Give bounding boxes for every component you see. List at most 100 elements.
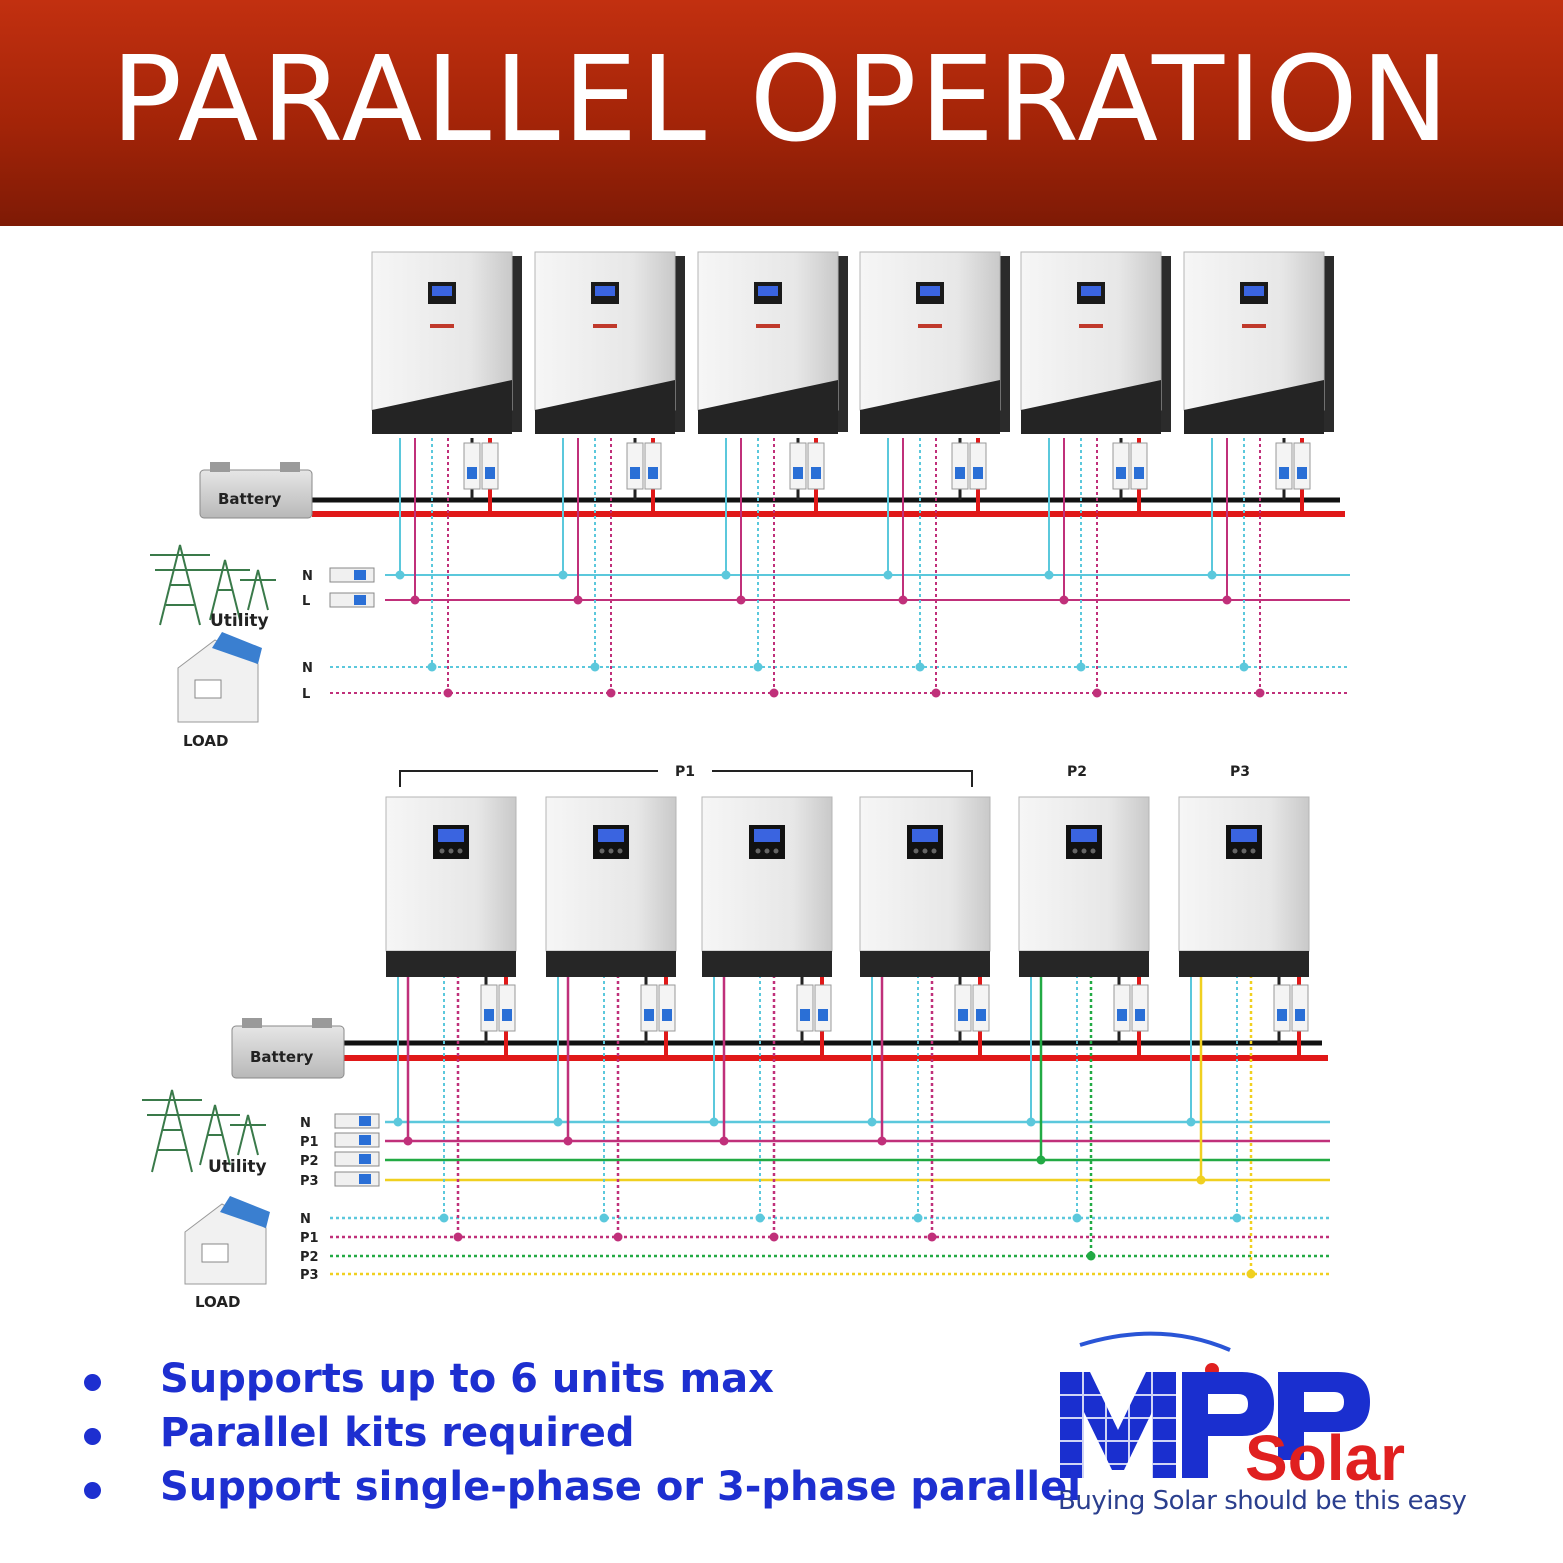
lcd-screen xyxy=(595,286,615,296)
switch-toggle xyxy=(359,1154,371,1164)
breaker-pole xyxy=(807,442,825,490)
breaker-pole xyxy=(498,984,516,1032)
lcd-screen xyxy=(758,286,778,296)
junction-dot xyxy=(1222,595,1232,605)
breaker-pole xyxy=(1275,442,1293,490)
inverter-body xyxy=(1018,796,1150,952)
junction-dot xyxy=(1239,662,1249,672)
breaker-pole xyxy=(1273,984,1291,1032)
feature-text: Support single-phase or 3-phase parallel xyxy=(160,1464,1081,1510)
inverter-body xyxy=(859,796,991,952)
junction-dot xyxy=(1044,570,1054,580)
junction-dot xyxy=(709,1117,719,1127)
inverter-base xyxy=(535,380,675,434)
breaker-pole xyxy=(626,442,644,490)
load-label: LOAD xyxy=(183,732,228,750)
inverter-body xyxy=(371,251,513,411)
feature-text: Supports up to 6 units max xyxy=(160,1356,774,1402)
switch-toggle xyxy=(359,1116,371,1126)
inverter-side-panel xyxy=(512,256,522,432)
battery-icon: Battery xyxy=(199,462,313,519)
breaker-switch xyxy=(1117,1009,1127,1021)
list-item: Parallel kits required xyxy=(80,1406,1060,1460)
junction-dot xyxy=(393,1117,403,1127)
ac-switch-icon xyxy=(334,1151,380,1167)
ac-switch-icon xyxy=(334,1113,380,1129)
dc-breaker xyxy=(1275,442,1311,490)
junction-dot xyxy=(573,595,583,605)
junction-dot xyxy=(1086,1251,1096,1261)
junction-dot xyxy=(1072,1213,1082,1223)
junction-dot xyxy=(395,570,405,580)
p1-group-bracket: P1 P2 P3 xyxy=(399,764,1250,787)
breaker-switch xyxy=(644,1009,654,1021)
inverter-unit xyxy=(697,251,848,434)
logo-brand-text: Solar xyxy=(1245,1422,1405,1494)
brand-mark xyxy=(430,324,454,328)
breaker-switch xyxy=(1134,467,1144,479)
breaker-pole xyxy=(796,984,814,1032)
junction-dot xyxy=(1232,1213,1242,1223)
button-icon xyxy=(1232,848,1238,854)
junction-dot xyxy=(719,1136,729,1146)
junction-dot xyxy=(1186,1117,1196,1127)
dc-breaker xyxy=(463,442,499,490)
lcd-screen xyxy=(598,829,624,842)
junction-dot xyxy=(410,595,420,605)
group-label-p1: P1 xyxy=(675,764,695,780)
junction-dot xyxy=(769,688,779,698)
junction-dot xyxy=(877,1136,887,1146)
inverter-side-panel xyxy=(1000,256,1010,432)
junction-dot xyxy=(927,1232,937,1242)
junction-dot xyxy=(613,1232,623,1242)
inverter-unit xyxy=(1018,796,1150,977)
switch-toggle xyxy=(354,570,366,580)
breaker-switch xyxy=(1295,1009,1305,1021)
battery-label: Battery xyxy=(250,1048,313,1066)
line-label: P1 xyxy=(300,1231,319,1246)
logo-tagline: Buying Solar should be this easy xyxy=(1058,1486,1467,1516)
lcd-screen xyxy=(432,286,452,296)
inverter-base xyxy=(860,380,1000,434)
button-icon xyxy=(1072,848,1078,854)
breaker-switch xyxy=(1116,467,1126,479)
junction-dot xyxy=(599,1213,609,1223)
lcd-screen xyxy=(920,286,940,296)
junction-dot xyxy=(563,1136,573,1146)
lcd-screen xyxy=(1244,286,1264,296)
list-item: Support single-phase or 3-phase parallel xyxy=(80,1460,1081,1514)
breaker-switch xyxy=(662,1009,672,1021)
junction-dot xyxy=(1036,1155,1046,1165)
inverter-side-panel xyxy=(675,256,685,432)
button-icon xyxy=(1241,848,1247,854)
feature-list: Supports up to 6 units max Parallel kits… xyxy=(80,1352,1081,1514)
breaker-pole xyxy=(644,442,662,490)
breaker-switch xyxy=(1135,1009,1145,1021)
dc-breaker xyxy=(1112,442,1148,490)
junction-dot xyxy=(753,662,763,672)
line-label: L xyxy=(302,687,310,702)
button-icon xyxy=(755,848,761,854)
inverter-body xyxy=(534,251,676,411)
dc-breaker xyxy=(1273,984,1309,1032)
junction-dot xyxy=(553,1117,563,1127)
switch-body xyxy=(334,1151,380,1167)
breaker-switch xyxy=(630,467,640,479)
junction-dot xyxy=(769,1232,779,1242)
utility-label: Utility xyxy=(210,611,269,631)
list-item: Supports up to 6 units max xyxy=(80,1352,1060,1406)
button-icon xyxy=(931,848,937,854)
breaker-switch xyxy=(818,1009,828,1021)
mpp-solar-logo: Solar xyxy=(1060,1331,1405,1494)
battery-icon: Battery xyxy=(231,1018,345,1079)
junction-dot xyxy=(721,570,731,580)
breaker-switch xyxy=(484,1009,494,1021)
breaker-pole xyxy=(1131,984,1149,1032)
brand-mark xyxy=(756,324,780,328)
inverter-unit xyxy=(701,796,833,977)
ac-switch-icon xyxy=(329,592,375,608)
inverter-base xyxy=(1019,951,1149,977)
breaker-pole xyxy=(951,442,969,490)
